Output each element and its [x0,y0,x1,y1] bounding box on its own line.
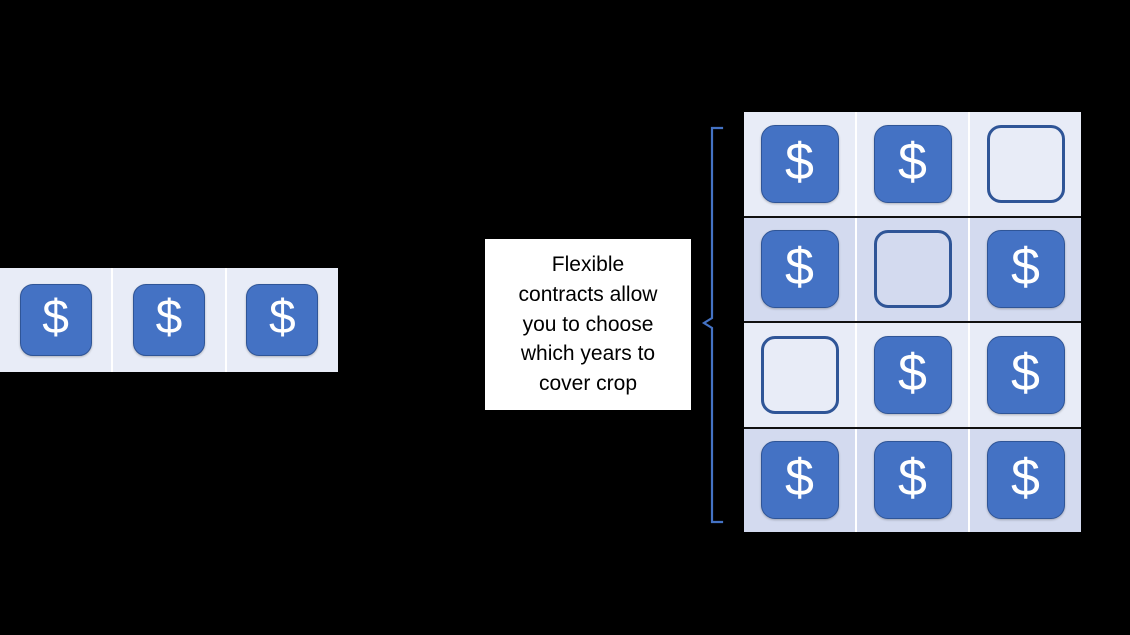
empty-token-icon[interactable] [986,124,1065,203]
dollar-sign-icon: $ [898,343,927,402]
grid-cell-r4-c3[interactable]: $ [970,428,1081,532]
grid-cell-r3-c2[interactable]: $ [857,323,970,427]
flexible-contract-grid: $$$$$$$$$ [744,112,1081,532]
callout-text: Flexible contracts allow you to choose w… [518,252,658,396]
grid-cell-r3-c3[interactable]: $ [970,323,1081,427]
empty-token-icon[interactable] [760,335,839,414]
grid-cell-r1-c3[interactable]: $ [226,268,338,372]
money-token-icon[interactable]: $ [19,284,92,356]
dollar-sign-icon: $ [785,132,814,191]
grid-cell-r2-c3[interactable]: $ [970,217,1081,321]
grid-cell-r3-c1[interactable] [744,323,857,427]
grid-cell-r4-c1[interactable]: $ [744,428,857,532]
grid-cell-r4-c2[interactable]: $ [857,428,970,532]
standard-contract-table: $ $ $ [0,268,338,372]
dollar-sign-icon: $ [155,291,183,344]
dollar-sign-icon: $ [898,449,927,508]
brace-icon [701,126,724,524]
money-token-icon[interactable]: $ [986,230,1065,309]
grid-row: $ $ $ [0,268,338,372]
grid-cell-r2-c2[interactable] [857,217,970,321]
grid-cell-r1-c2[interactable]: $ [857,112,970,216]
empty-token-icon[interactable] [873,230,952,309]
dollar-sign-icon: $ [1011,238,1040,297]
grid-cell-r1-c1[interactable]: $ [744,112,857,216]
money-token-icon[interactable]: $ [760,124,839,203]
grid-row: $$ [744,217,1081,323]
grid-brace [700,120,730,530]
grid-cell-r1-c2[interactable]: $ [113,268,227,372]
callout-textbox: Flexible contracts allow you to choose w… [485,239,691,410]
grid-row: $ $ $ [744,428,1081,532]
money-token-icon[interactable]: $ [760,441,839,520]
grid-row: $$ [744,323,1081,429]
dollar-sign-icon: $ [42,291,69,344]
dollar-sign-icon: $ [1011,449,1040,508]
money-token-icon[interactable]: $ [986,441,1065,520]
grid-cell-r1-c3[interactable] [970,112,1081,216]
grid-cell-r2-c1[interactable]: $ [744,217,857,321]
grid-row: $$ [744,112,1081,218]
dollar-sign-icon: $ [898,132,927,191]
grid-cell-r1-c1[interactable]: $ [0,268,114,372]
dollar-sign-icon: $ [785,238,814,297]
money-token-icon[interactable]: $ [873,335,952,414]
money-token-icon[interactable]: $ [760,230,839,309]
dollar-sign-icon: $ [268,291,296,344]
dollar-sign-icon: $ [1011,343,1040,402]
money-token-icon[interactable]: $ [986,335,1065,414]
money-token-icon[interactable]: $ [132,284,205,356]
money-token-icon[interactable]: $ [873,124,952,203]
money-token-icon[interactable]: $ [873,441,952,520]
dollar-sign-icon: $ [785,449,814,508]
money-token-icon[interactable]: $ [246,284,319,356]
